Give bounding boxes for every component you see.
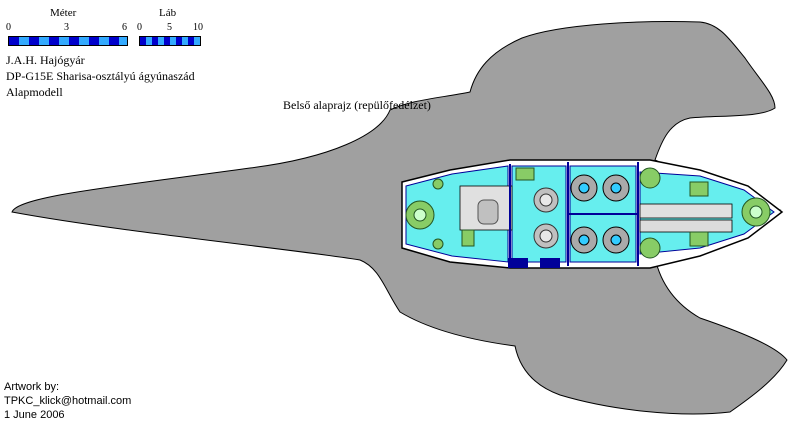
meter-tick-3: 3 (64, 22, 69, 33)
meter-tick-0: 0 (6, 22, 11, 33)
aft-corridor-lower (639, 219, 733, 233)
aft-pump-upper (639, 167, 661, 189)
lab-scale-bar (139, 36, 201, 46)
hatch-starboard (540, 258, 560, 268)
lab-tick-10: 10 (193, 22, 203, 33)
aft-corridor-upper (639, 203, 733, 219)
rear-turret-core (749, 205, 763, 219)
hull-silhouette (11, 21, 788, 415)
forward-equipment (461, 229, 475, 247)
meter-tick-6: 6 (122, 22, 127, 33)
title-line-1: J.A.H. Hajógyár (6, 53, 85, 67)
generator-2-core (610, 182, 622, 194)
lift-lower-inner (539, 229, 553, 243)
title-line-2: DP-G15E Sharisa-osztályú ágyúnaszád (6, 69, 195, 83)
lab-tick-0: 0 (137, 22, 142, 33)
console-lower (432, 238, 444, 250)
meter-scale-label: Méter (50, 7, 77, 19)
lift-upper-inner (539, 193, 553, 207)
deck-label: Belső alaprajz (repülőfedélzet) (283, 98, 431, 112)
aft-engine-upper (689, 181, 709, 197)
lab-scale-label: Láb (159, 7, 177, 19)
lab-tick-5: 5 (167, 22, 172, 33)
generator-1-core (578, 182, 590, 194)
credit-line-1: Artwork by: (4, 381, 60, 393)
aft-engine-lower (689, 231, 709, 247)
hatch-port (508, 258, 528, 268)
generator-4-core (610, 234, 622, 246)
forward-turret-core (413, 208, 427, 222)
pilot-seat (477, 199, 499, 225)
title-line-3: Alapmodell (6, 85, 63, 99)
central-console (515, 167, 535, 181)
credit-line-3: 1 June 2006 (4, 409, 65, 421)
generator-3-core (578, 234, 590, 246)
console-upper (432, 178, 444, 190)
meter-scale-bar (8, 36, 128, 46)
aft-pump-lower (639, 237, 661, 259)
credit-line-2: TPKC_klick@hotmail.com (4, 395, 132, 407)
